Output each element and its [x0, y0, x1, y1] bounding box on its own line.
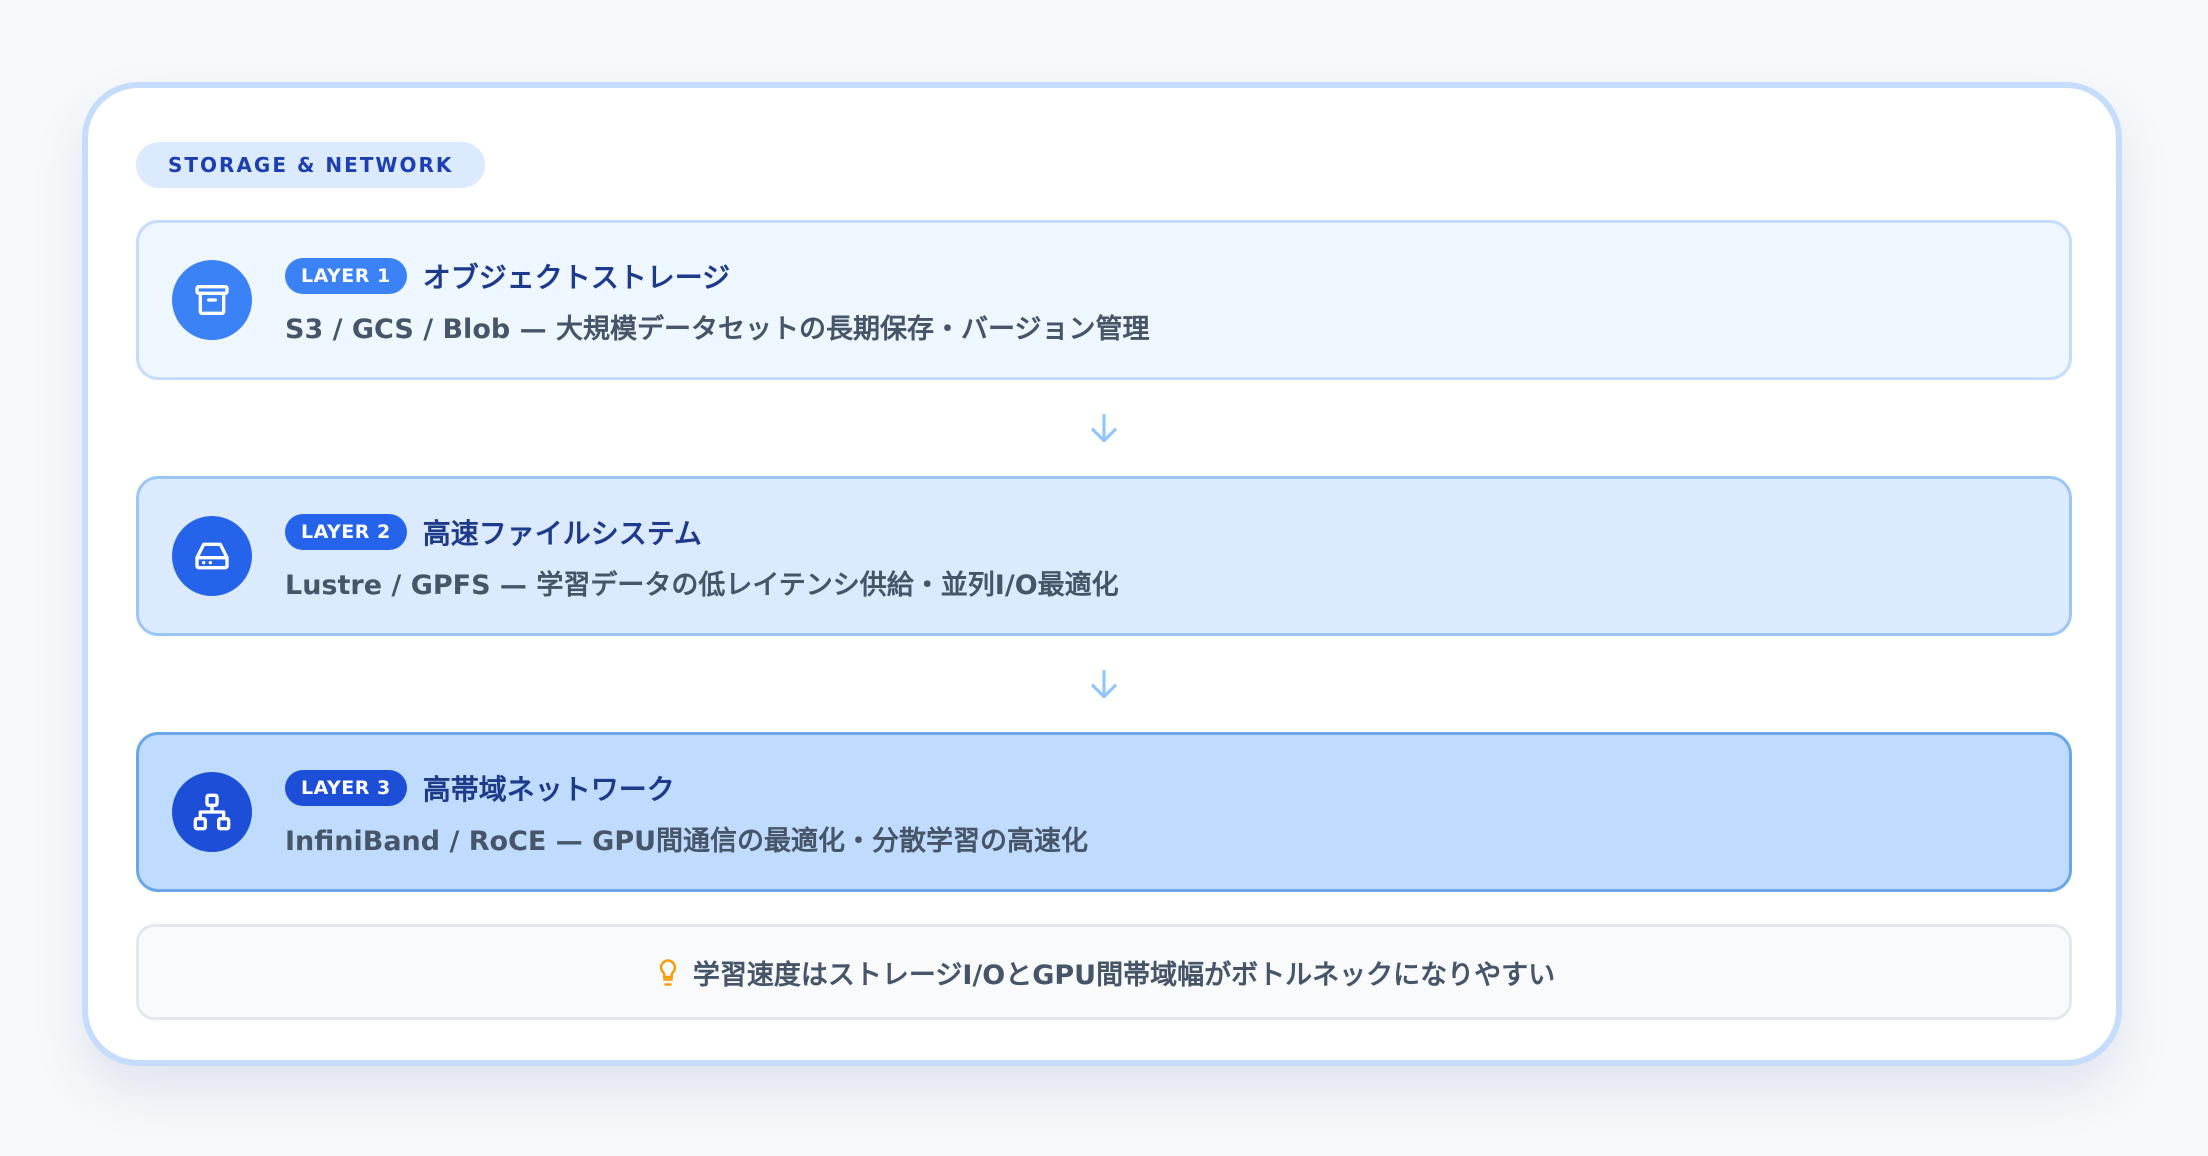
layer-description: S3 / GCS / Blob — 大規模データセットの長期保存・バージョン管理 [285, 314, 1150, 345]
layer-3-card: LAYER 3 高帯域ネットワーク InfiniBand / RoCE — GP… [136, 732, 2072, 892]
layer-description: InfiniBand / RoCE — GPU間通信の最適化・分散学習の高速化 [285, 826, 1089, 857]
section-tag: STORAGE & NETWORK [136, 142, 486, 188]
arrow-down-icon [1091, 669, 1117, 699]
hard-drive-icon [172, 516, 252, 596]
network-icon [172, 772, 252, 852]
lightbulb-icon [659, 959, 677, 986]
layer-badge: LAYER 2 [285, 514, 407, 550]
arrow-down-icon [1091, 413, 1117, 443]
archive-box-icon [172, 260, 252, 340]
layer-1-card: LAYER 1 オブジェクトストレージ S3 / GCS / Blob — 大規… [136, 220, 2072, 380]
layer-description: Lustre / GPFS — 学習データの低レイテンシ供給・並列I/O最適化 [285, 570, 1119, 601]
bottleneck-note: 学習速度はストレージI/OとGPU間帯域幅がボトルネックになりやすい [136, 924, 2072, 1020]
note-text: 学習速度はストレージI/OとGPU間帯域幅がボトルネックになりやすい [692, 959, 1556, 991]
layer-title: 高帯域ネットワーク [422, 773, 675, 806]
layer-title: オブジェクトストレージ [422, 261, 731, 294]
layer-badge: LAYER 1 [285, 258, 407, 294]
layer-badge: LAYER 3 [285, 770, 407, 806]
layer-2-card: LAYER 2 高速ファイルシステム Lustre / GPFS — 学習データ… [136, 476, 2072, 636]
layer-title: 高速ファイルシステム [422, 517, 702, 550]
